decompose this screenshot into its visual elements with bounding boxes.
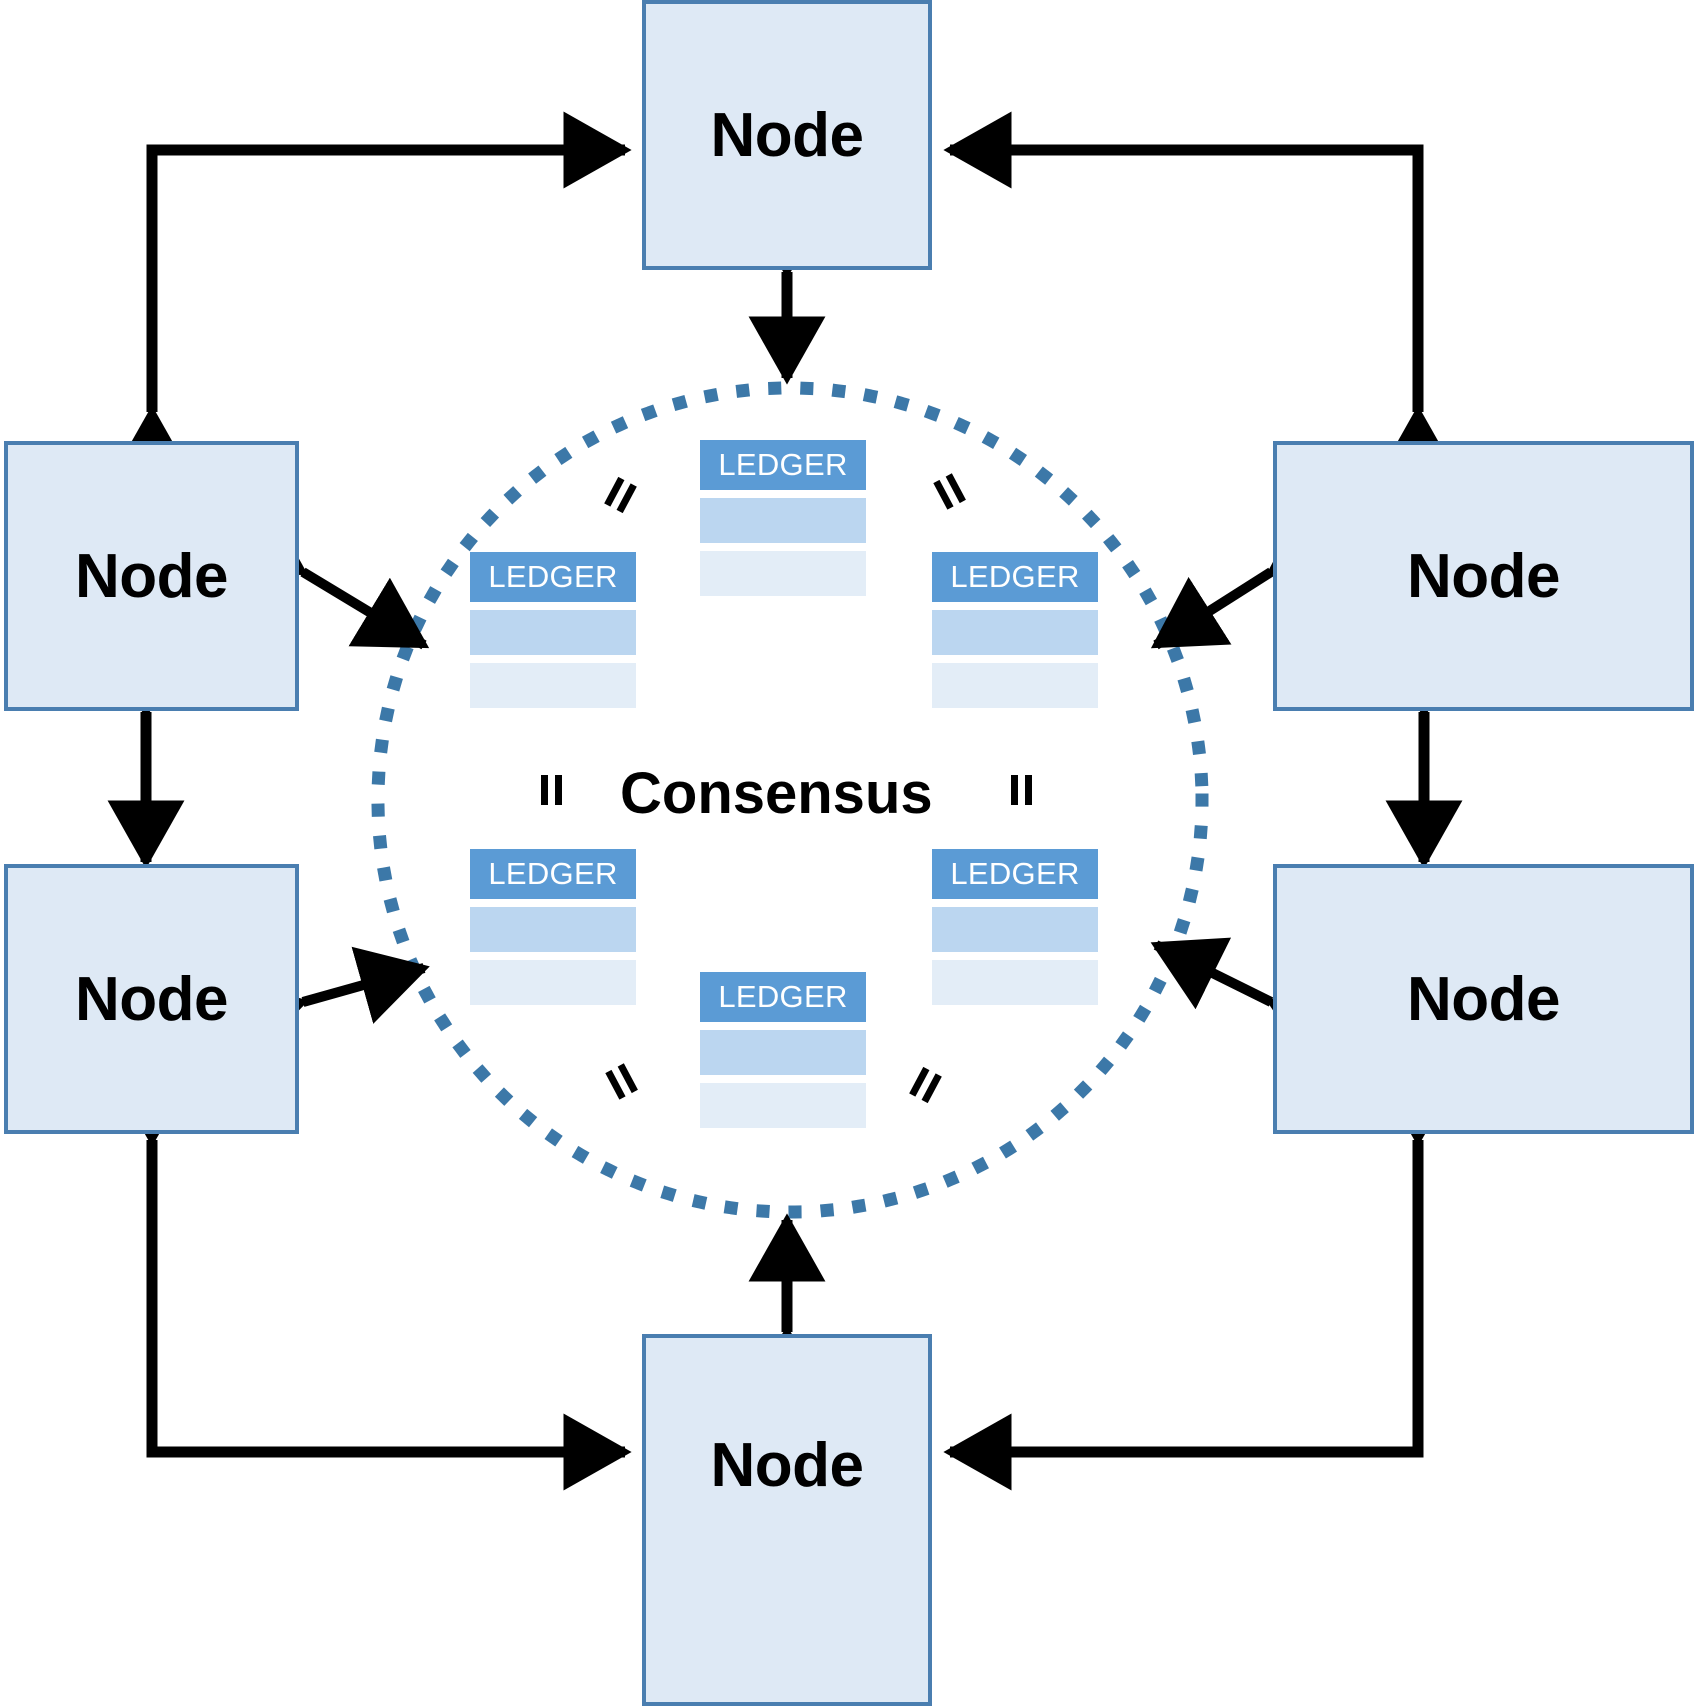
equals-bottom-left-icon (595, 1055, 650, 1111)
node-left-upper-label: Node (75, 541, 229, 611)
node-bottom[interactable]: Node (642, 1334, 932, 1706)
ledger-right-upper-row-2 (932, 663, 1098, 708)
node-left-lower-label: Node (75, 964, 229, 1034)
ledger-top-label: LEDGER (700, 440, 866, 490)
node-top-label: Node (710, 100, 865, 170)
ledger-left-lower-row-1 (470, 907, 636, 952)
ledger-right-upper-label: LEDGER (932, 552, 1098, 602)
conn-left-lower-to-bottom (113, 1078, 632, 1491)
ledger-left-upper[interactable]: LEDGER (470, 552, 636, 708)
ledger-left-upper-label: LEDGER (470, 552, 636, 602)
ledger-left-lower-label: LEDGER (470, 849, 636, 899)
ledger-right-lower-row-2 (932, 960, 1098, 1005)
node-right-upper-label: Node (1407, 541, 1561, 611)
ledger-bottom-row-1 (700, 1030, 866, 1075)
conn-right-upper-to-center (1150, 503, 1347, 650)
conn-left-lower-to-center (230, 946, 430, 1058)
node-right-upper[interactable]: Node (1273, 441, 1694, 711)
ledger-right-lower[interactable]: LEDGER (932, 849, 1098, 1005)
conn-left-upper-to-top (113, 111, 632, 474)
node-left-upper[interactable]: Node (4, 441, 299, 711)
equals-bottom-right-icon (898, 1055, 953, 1111)
consensus-label: Consensus (620, 761, 933, 826)
ledger-left-lower[interactable]: LEDGER (470, 849, 636, 1005)
node-right-lower-label: Node (1407, 964, 1561, 1034)
equals-mid-left-icon (531, 767, 571, 809)
ledger-top[interactable]: LEDGER (700, 440, 866, 596)
ledger-left-upper-row-2 (470, 663, 636, 708)
ledger-bottom-label: LEDGER (700, 972, 866, 1022)
ledger-right-lower-label: LEDGER (932, 849, 1098, 899)
node-top[interactable]: Node (642, 0, 932, 270)
node-left-lower[interactable]: Node (4, 864, 299, 1134)
conn-right-upper-to-top (943, 111, 1457, 474)
ledger-right-lower-row-1 (932, 907, 1098, 952)
ledger-bottom[interactable]: LEDGER (700, 972, 866, 1128)
conn-right-lower-to-bottom (943, 1078, 1457, 1491)
ledger-left-upper-row-1 (470, 610, 636, 655)
ledger-left-lower-row-2 (470, 960, 636, 1005)
conn-right-lower-to-center (1150, 937, 1347, 1067)
equals-top-left-icon (593, 465, 648, 521)
ledger-right-upper[interactable]: LEDGER (932, 552, 1098, 708)
node-bottom-label: Node (710, 1430, 865, 1500)
ledger-top-row-2 (700, 551, 866, 596)
conn-left-upper-to-center (227, 504, 430, 650)
equals-mid-right-icon (1001, 767, 1041, 809)
ledger-top-row-1 (700, 498, 866, 543)
ledger-right-upper-row-1 (932, 610, 1098, 655)
equals-top-right-icon (923, 465, 978, 521)
ledger-bottom-row-2 (700, 1083, 866, 1128)
node-right-lower[interactable]: Node (1273, 864, 1694, 1134)
